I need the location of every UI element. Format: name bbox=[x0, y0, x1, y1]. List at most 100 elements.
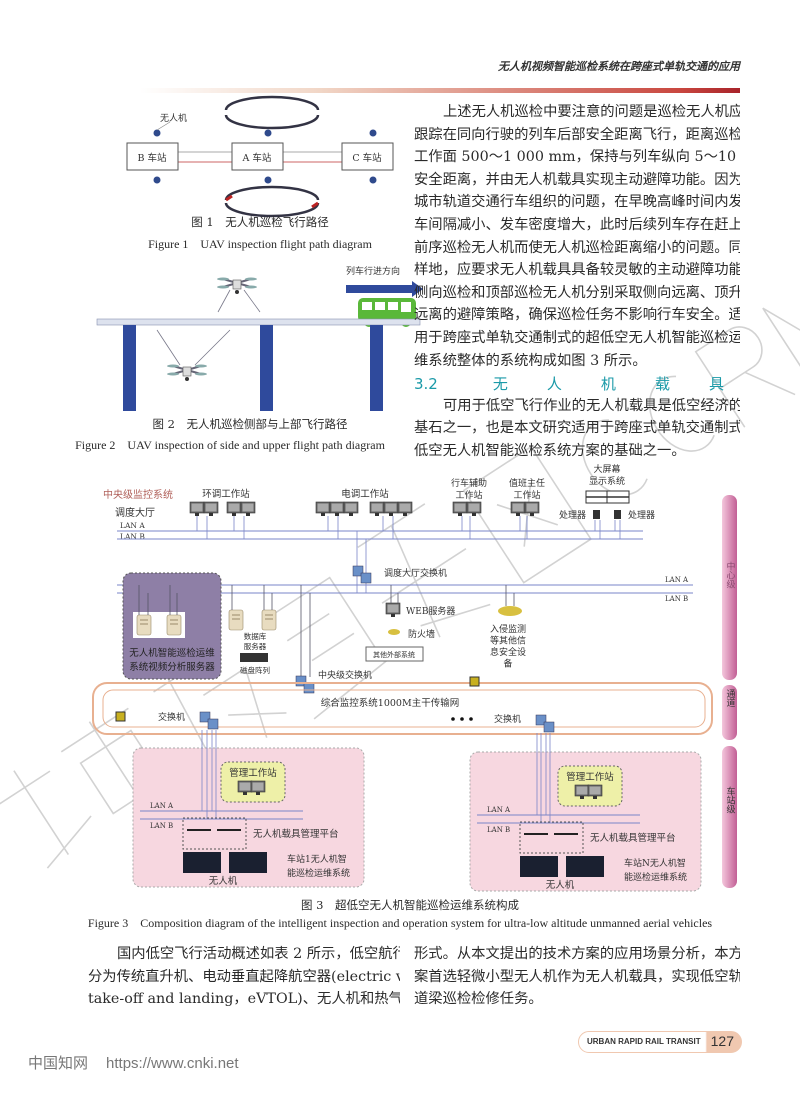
lan-a-label: LAN A bbox=[150, 802, 174, 810]
switch-icon bbox=[199, 711, 219, 730]
switch-label: 交换机 bbox=[494, 713, 521, 725]
central-switch-label: 中央级交换机 bbox=[318, 669, 372, 681]
text-line: 跟踪在同向行驶的列车后部安全距离飞行，距离巡检 bbox=[414, 126, 740, 143]
db-server-label: 数据库服务器 bbox=[244, 631, 267, 651]
text-line: 城市轨道交通行车组织的问题，在早晚高峰时间内发 bbox=[414, 194, 740, 211]
processor-icon bbox=[593, 510, 600, 519]
platform-box bbox=[182, 817, 247, 850]
running-title: 无人机视频智能巡检系统在跨座式单轨交通的应用 bbox=[498, 60, 740, 73]
external-system-label: 其他外部系统 bbox=[373, 650, 415, 659]
level-station-label: 车站级 bbox=[725, 785, 736, 814]
text-line: 分为传统直升机、电动垂直起降航空器(electric vertical bbox=[88, 968, 400, 985]
platform-label: 无人机载具管理平台 bbox=[253, 828, 339, 840]
direction-arrow-icon bbox=[346, 281, 423, 297]
workstation-icon bbox=[226, 501, 242, 517]
station-c-box bbox=[341, 142, 394, 171]
ws-env-label: 环调工作站 bbox=[202, 488, 250, 500]
drone-icon bbox=[216, 276, 258, 295]
source-url[interactable]: https://www.cnki.net bbox=[106, 1055, 239, 1072]
page-number: 127 bbox=[710, 1033, 734, 1049]
fig3-caption-en: Figure 3 Composition diagram of the inte… bbox=[87, 916, 713, 930]
backbone-label: 综合监控系统1000M主干传输网 bbox=[321, 697, 459, 709]
text-line: 可用于低空飞行作业的无人机载具是低空经济的 bbox=[443, 397, 740, 414]
ws-aux-label: 行车辅助工作站 bbox=[451, 477, 487, 501]
firewall-label: 防火墙 bbox=[408, 628, 435, 640]
figure-2: 列车行进方向 bbox=[96, 265, 423, 411]
switch-icon bbox=[535, 714, 555, 733]
big-screen-label: 大屏幕显示系统 bbox=[589, 463, 625, 487]
level-bar-station bbox=[722, 746, 737, 888]
mgmt-ws-label: 管理工作站 bbox=[229, 767, 277, 779]
lan-a-label: LAN A bbox=[120, 521, 145, 530]
processor-label: 处理器 bbox=[559, 509, 586, 521]
lan-b-label: LAN B bbox=[120, 532, 145, 541]
web-server-icon bbox=[385, 602, 401, 618]
intrusion-label: 入侵监测等其他信息安全设备 bbox=[490, 623, 526, 670]
lan-a-label: LAN A bbox=[665, 576, 689, 584]
pillar bbox=[260, 325, 273, 411]
uav-label: 无人机 bbox=[209, 875, 238, 887]
station-n-system: 管理工作站 LAN A LAN B 无人机载具管理平台 无人机 车站N无人机智能… bbox=[469, 733, 702, 892]
text-line: 上述无人机巡检中要注意的问题是巡检无人机应 bbox=[443, 104, 740, 120]
lan-b-label: LAN B bbox=[487, 826, 510, 834]
bottom-left-column: 国内低空飞行活动概述如表 2 所示，低空航行器 分为传统直升机、电动垂直起降航空… bbox=[88, 943, 400, 1011]
level-center-label: 中心级 bbox=[725, 560, 736, 589]
video-server-label: 无人机智能巡检运维系统视频分析服务器 bbox=[129, 647, 215, 673]
flight-path-bottom bbox=[224, 185, 320, 201]
platform-label: 无人机载具管理平台 bbox=[590, 832, 676, 844]
level-bar-channel bbox=[722, 685, 737, 740]
station-b-label: B 车站 bbox=[137, 152, 167, 164]
text-line: 远离的避障策略，确保巡检任务不影响行车安全。适 bbox=[414, 307, 740, 324]
text-line: 车间隔减小、发车密度增大，此时后续列车存在赶上 bbox=[414, 216, 740, 233]
fig2-caption-en: Figure 2 UAV inspection of side and uppe… bbox=[75, 438, 385, 452]
processor-icon bbox=[614, 510, 621, 519]
uav-image bbox=[520, 856, 558, 877]
ellipsis-icon bbox=[451, 717, 473, 721]
text-line: 前序巡检无人机而使无人机巡检距离缩小的问题。同 bbox=[414, 239, 740, 256]
station-a-label: A 车站 bbox=[242, 152, 272, 164]
train-direction-label: 列车行进方向 bbox=[346, 265, 400, 277]
level-channel-label: 通道 bbox=[725, 689, 736, 708]
track-beam bbox=[96, 318, 421, 326]
uav-image bbox=[183, 852, 221, 873]
hall-switch-label: 调度大厅交换机 bbox=[384, 567, 447, 579]
firewall-icon bbox=[388, 629, 400, 635]
intrusion-device-icon bbox=[498, 606, 522, 616]
processor-label: 处理器 bbox=[628, 509, 655, 521]
workstation-icon bbox=[189, 501, 205, 517]
fig2-caption-cn: 图 2 无人机巡检侧部与上部飞行路径 bbox=[152, 417, 348, 431]
text-line: 样地，应要求无人机载具具备较灵敏的主动避障功能， bbox=[414, 262, 740, 279]
ws-power-label: 电调工作站 bbox=[341, 488, 389, 500]
source-name: 中国知网 bbox=[28, 1055, 89, 1072]
header-rule bbox=[140, 88, 740, 93]
uav-image bbox=[229, 852, 267, 873]
disk-array-label: 磁盘阵列 bbox=[240, 665, 270, 675]
lan-b-label: LAN B bbox=[665, 595, 688, 603]
right-column: 上述无人机巡检中要注意的问题是巡检无人机应 跟踪在同向行驶的列车后部安全距离飞行… bbox=[414, 101, 740, 463]
lan-b-label: LAN B bbox=[150, 822, 173, 830]
text-line: 低空无人机智能巡检系统方案的基础之一。 bbox=[414, 442, 686, 459]
drone-icon bbox=[166, 363, 208, 382]
fig1-caption-cn: 图 1 无人机巡检飞行路径 bbox=[191, 215, 329, 229]
fig3-caption-cn: 图 3 超低空无人机智能巡检运维系统构成 bbox=[301, 898, 519, 912]
text-line: 维系统整体的系统构成如图 3 所示。 bbox=[414, 352, 647, 369]
uav-label: 无人机 bbox=[546, 879, 575, 891]
db-server-icon bbox=[228, 609, 244, 631]
text-line: 用于跨座式单轨交通制式的超低空无人机智能巡检运 bbox=[414, 329, 740, 346]
uav-image bbox=[566, 856, 604, 877]
backbone-network bbox=[92, 682, 713, 735]
external-system-box bbox=[365, 646, 424, 662]
switch-label: 交换机 bbox=[158, 711, 185, 723]
journal-name: URBAN RAPID RAIL TRANSIT bbox=[587, 1037, 701, 1046]
flight-path-top bbox=[224, 95, 320, 111]
fig1-caption-en: Figure 1 UAV inspection flight path diag… bbox=[148, 237, 372, 251]
station-c-label: C 车站 bbox=[352, 152, 382, 164]
source-footer: 中国知网 https://www.cnki.net bbox=[28, 1052, 239, 1073]
web-server-label: WEB服务器 bbox=[406, 605, 455, 617]
section-title: 无人机载具 bbox=[453, 375, 724, 394]
text-line: 安全距离，并由无人机载具实现主动避障功能。因为 bbox=[414, 171, 740, 188]
text-line: 工作面 500～1 000 mm，保持与列车纵向 5～10 m 的 bbox=[414, 149, 740, 166]
station-1-label: 车站1无人机智能巡检运维系统 bbox=[287, 853, 350, 879]
